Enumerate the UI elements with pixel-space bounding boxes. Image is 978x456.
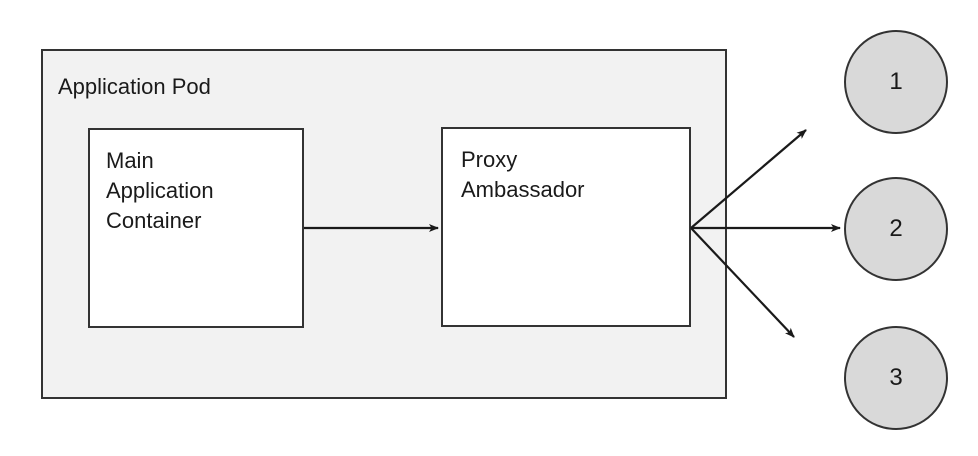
application-pod-label: Application Pod xyxy=(58,74,211,99)
proxy-ambassador-label: Proxy Ambassador xyxy=(461,147,585,202)
endpoint-circle-3: 3 xyxy=(844,326,948,430)
main-application-container-box: Main Application Container xyxy=(88,128,304,328)
endpoint-circle-2-label: 2 xyxy=(889,215,903,242)
endpoint-circle-3-label: 3 xyxy=(889,364,903,391)
endpoint-circle-1: 1 xyxy=(844,30,948,134)
main-application-container-label: Main Application Container xyxy=(106,148,214,233)
proxy-ambassador-box: Proxy Ambassador xyxy=(441,127,691,327)
endpoint-circle-2: 2 xyxy=(844,177,948,281)
endpoint-circle-1-label: 1 xyxy=(889,68,903,95)
